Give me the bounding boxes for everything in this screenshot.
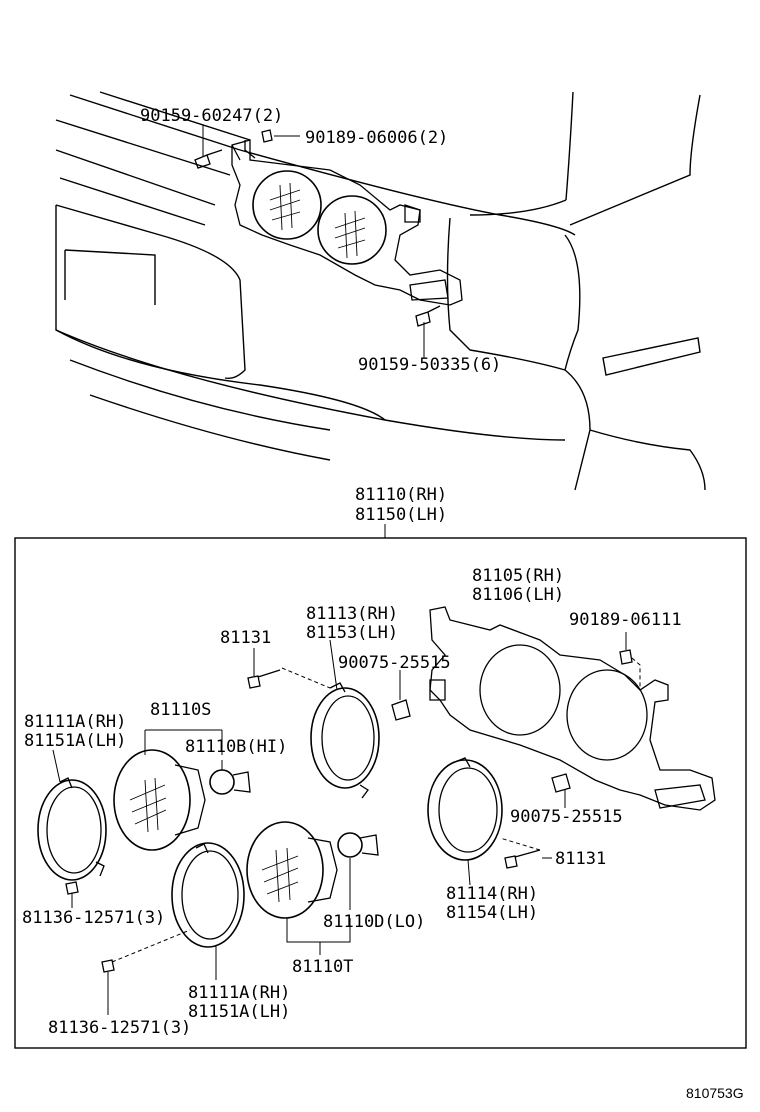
retaining-ring-81114 <box>427 757 503 861</box>
bulb-81110d <box>337 832 379 858</box>
leader-81111a-top <box>52 749 61 783</box>
leader-81114 <box>467 859 471 886</box>
label-81110d-lo: 81110D(LO) <box>323 912 425 932</box>
label-90075-25515-bottom: 90075-25515 <box>510 807 623 827</box>
label-81114-rh: 81114(RH) <box>446 884 538 904</box>
sealed-beam-lo <box>246 821 338 919</box>
label-81111a-rh-bottom: 81111A(RH) <box>188 983 290 1003</box>
label-81105-rh: 81105(RH) <box>472 566 564 586</box>
adjuster-90075-top <box>391 699 411 721</box>
screw-81136-top <box>65 881 79 895</box>
label-90189-06006: 90189-06006(2) <box>305 128 448 148</box>
guide-81131-top <box>281 667 331 689</box>
bulb-81110b <box>209 769 251 795</box>
label-81131-top: 81131 <box>220 628 271 648</box>
label-81113-rh: 81113(RH) <box>306 604 398 624</box>
bracket-81110t <box>286 918 351 943</box>
label-81151a-lh-bottom: 81151A(LH) <box>188 1002 290 1022</box>
leaders-top <box>202 125 425 358</box>
guide-90189-06111 <box>631 657 641 690</box>
diagram-code: 810753G <box>686 1085 744 1101</box>
ring-81111a-bottom <box>171 842 245 948</box>
guide-81136-bottom <box>111 929 191 963</box>
mounting-bracket <box>429 606 716 811</box>
retaining-ring-81113 <box>310 682 380 799</box>
guide-81131-bottom <box>499 837 541 851</box>
label-81110-rh: 81110(RH) <box>355 485 447 505</box>
bolt-90189-06111 <box>619 649 633 665</box>
label-81110s: 81110S <box>150 700 211 720</box>
label-81151a-lh-top: 81151A(LH) <box>24 731 126 751</box>
label-81111a-rh-top: 81111A(RH) <box>24 712 126 732</box>
leader-81113 <box>329 639 338 691</box>
screw-81131-bottom <box>504 849 541 869</box>
label-90159-60247: 90159-60247(2) <box>140 106 283 126</box>
label-81153-lh: 81153(LH) <box>306 623 398 643</box>
vehicle-front-body <box>55 91 706 491</box>
label-81154-lh: 81154(LH) <box>446 903 538 923</box>
parts-breakdown-box <box>14 537 747 1049</box>
bracket-81110s <box>144 729 223 755</box>
screw-81136-bottom <box>101 959 115 973</box>
label-81136-12571-top: 81136-12571(3) <box>22 908 165 928</box>
adjuster-90075-bottom <box>551 773 571 793</box>
label-81110b-hi: 81110B(HI) <box>185 737 287 757</box>
label-81131-bottom: 81131 <box>555 849 606 869</box>
label-81110t: 81110T <box>292 957 353 977</box>
label-81136-12571-bottom: 81136-12571(3) <box>48 1018 191 1038</box>
label-90159-50335: 90159-50335(6) <box>358 355 501 375</box>
sealed-beam-hi <box>113 749 206 851</box>
screw-81131-top <box>247 669 281 689</box>
headlamp-assembly-installed <box>194 129 463 327</box>
label-90075-25515-top: 90075-25515 <box>338 653 451 673</box>
label-81150-lh: 81150(LH) <box>355 505 447 525</box>
ring-81111a-top <box>37 777 107 881</box>
label-81106-lh: 81106(LH) <box>472 585 564 605</box>
label-90189-06111: 90189-06111 <box>569 610 682 630</box>
